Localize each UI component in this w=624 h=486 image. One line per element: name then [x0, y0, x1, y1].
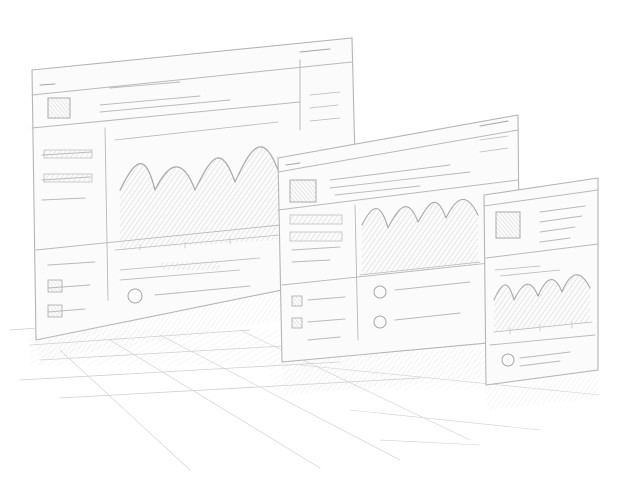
- small-wave-chart: [493, 274, 593, 335]
- chart-icon: [495, 211, 521, 239]
- small-dashboard-sketch: [483, 177, 599, 410]
- medium-wave-chart: [359, 199, 481, 276]
- large-wave-chart: [114, 121, 281, 251]
- chart-icon: [289, 179, 317, 203]
- chart-icon: [47, 97, 71, 119]
- medium-dashboard-sketch: [277, 114, 521, 395]
- large-dashboard-sketch: [31, 37, 356, 360]
